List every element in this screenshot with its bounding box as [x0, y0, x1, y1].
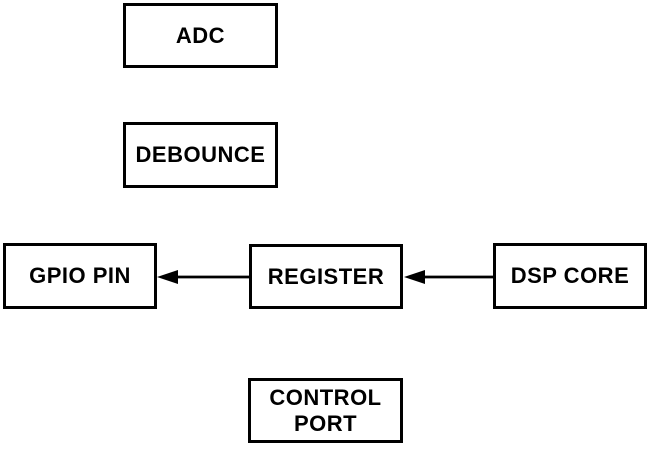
node-gpio-pin-label: GPIO PIN — [29, 263, 131, 289]
arrow-register-to-gpio-pin — [157, 270, 250, 284]
arrow-dsp-core-to-register — [404, 270, 494, 284]
node-register: REGISTER — [249, 244, 403, 309]
node-adc: ADC — [123, 3, 278, 68]
node-debounce: DEBOUNCE — [123, 122, 278, 188]
node-debounce-label: DEBOUNCE — [135, 142, 266, 168]
node-dsp-core-label: DSP CORE — [510, 263, 630, 289]
node-register-label: REGISTER — [267, 263, 385, 289]
node-adc-label: ADC — [175, 22, 226, 48]
node-dsp-core: DSP CORE — [493, 243, 647, 309]
node-control-port: CONTROL PORT — [248, 378, 403, 443]
node-gpio-pin: GPIO PIN — [3, 243, 157, 309]
node-control-port-label: CONTROL PORT — [269, 385, 382, 436]
